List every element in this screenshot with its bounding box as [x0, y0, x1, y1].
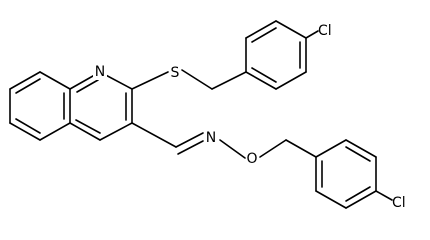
bottom-chlorophenyl-ring [315, 139, 393, 209]
atom-o: O [246, 151, 257, 167]
atom-labels: N S Cl N O Cl [93, 23, 406, 211]
thioether-linker [131, 69, 247, 90]
atom-n-oxime: N [206, 130, 216, 146]
oxime-chain [131, 122, 317, 159]
atom-s: S [171, 65, 180, 81]
top-chlorophenyl-ring [245, 20, 319, 90]
molecule-diagram: N S Cl N O Cl [9, 20, 406, 211]
quinoline-pyridine-ring [69, 71, 133, 141]
atom-cl-bottom: Cl [392, 195, 406, 211]
atom-cl-top: Cl [318, 23, 332, 39]
quinoline-benzo-ring [9, 71, 71, 141]
atom-n-ring: N [95, 64, 105, 80]
